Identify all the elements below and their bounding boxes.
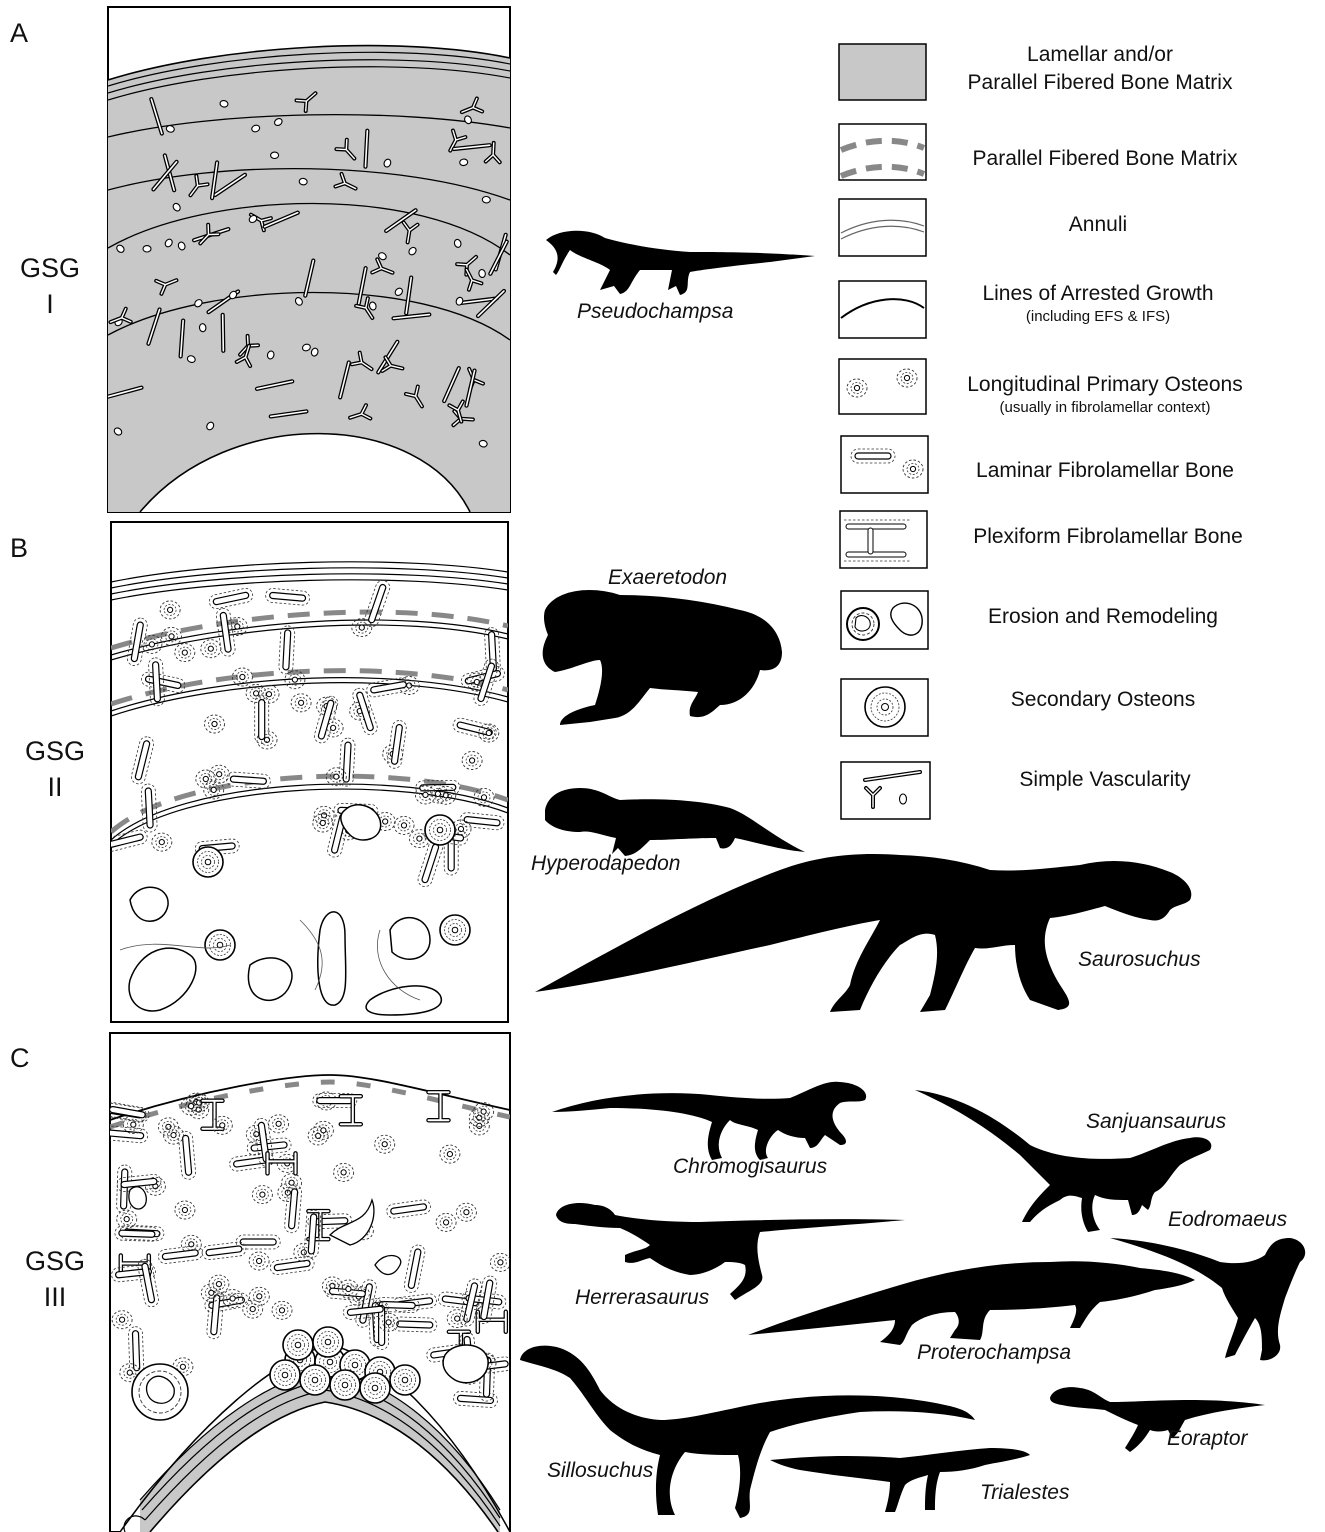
- vascular-canal-icon: [365, 131, 367, 167]
- legend-label-plexiform: Plexiform Fibrolamellar Bone: [938, 523, 1278, 551]
- hyperodapedon-silhouette: [545, 788, 805, 856]
- legend-label-simple-vascularity: Simple Vascularity: [935, 766, 1275, 794]
- vascular-canal-icon: [181, 321, 184, 357]
- proterochampsa-silhouette: [748, 1261, 1195, 1345]
- gsg-label-a-line2: I: [10, 286, 90, 322]
- legend-label-lag: Lines of Arrested Growth (including EFS …: [928, 280, 1268, 325]
- gsg-label-c-line2: III: [15, 1279, 95, 1315]
- vascular-canal-icon: [271, 152, 279, 159]
- panel-label-c: C: [10, 1043, 30, 1074]
- saurosuchus-silhouette: [535, 854, 1191, 1012]
- gsg-label-b: GSG II: [15, 733, 95, 805]
- taxon-label-sillosuchus: Sillosuchus: [547, 1459, 653, 1483]
- legend-label-erosion: Erosion and Remodeling: [933, 603, 1273, 631]
- taxon-label-chromogisaurus: Chromogisaurus: [673, 1155, 827, 1179]
- legend-label-lamellar-line2: Parallel Fibered Bone Matrix: [930, 69, 1270, 97]
- taxon-label-pseudochampsa: Pseudochampsa: [577, 300, 733, 324]
- taxon-label-eodromaeus: Eodromaeus: [1168, 1208, 1287, 1232]
- gsg-label-b-line2: II: [15, 769, 95, 805]
- taxon-label-herrerasaurus: Herrerasaurus: [575, 1286, 709, 1310]
- legend-label-primary-osteons-note: (usually in fibrolamellar context): [935, 399, 1275, 416]
- legend-label-primary-osteons: Longitudinal Primary Osteons (usually in…: [935, 371, 1275, 416]
- taxon-label-trialestes: Trialestes: [980, 1481, 1069, 1505]
- taxon-label-saurosuchus: Saurosuchus: [1078, 948, 1201, 972]
- legend-label-primary-osteons-main: Longitudinal Primary Osteons: [935, 371, 1275, 399]
- secondary-osteon-icon: [425, 815, 455, 845]
- vascular-canal-icon: [299, 178, 308, 185]
- taxon-label-hyperodapedon: Hyperodapedon: [531, 852, 680, 876]
- panel-label-b: B: [10, 533, 28, 564]
- panel-label-a: A: [10, 18, 28, 49]
- panel-b-histology: [103, 522, 508, 1022]
- vascular-canal-icon: [143, 246, 151, 253]
- legend-label-lag-note: (including EFS & IFS): [928, 308, 1268, 325]
- legend-label-annuli: Annuli: [928, 211, 1268, 239]
- secondary-osteon-icon: [193, 847, 223, 877]
- chromogisaurus-silhouette: [552, 1082, 866, 1160]
- legend-label-laminar: Laminar Fibrolamellar Bone: [935, 457, 1275, 485]
- secondary-osteon-icon: [205, 930, 235, 960]
- vascular-canal-icon: [482, 196, 491, 203]
- legend-label-lamellar-matrix: Lamellar and/or Parallel Fibered Bone Ma…: [930, 41, 1270, 97]
- legend-label-lag-main: Lines of Arrested Growth: [928, 280, 1268, 308]
- vascular-canal-icon: [223, 315, 224, 351]
- gsg-label-a: GSG I: [10, 250, 90, 322]
- gsg-label-b-line1: GSG: [15, 733, 95, 769]
- secondary-osteon-icon: [440, 915, 470, 945]
- vascular-canal-icon: [199, 323, 206, 332]
- sillosuchus-silhouette: [520, 1346, 975, 1518]
- legend-label-lamellar-line1: Lamellar and/or: [930, 41, 1270, 69]
- eodromaeus-silhouette: [1110, 1238, 1305, 1360]
- gsg-label-c-line1: GSG: [15, 1243, 95, 1279]
- taxon-label-sanjuansaurus: Sanjuansaurus: [1086, 1110, 1226, 1134]
- taxon-label-eoraptor: Eoraptor: [1167, 1427, 1248, 1451]
- panel-c-histology: [102, 1033, 513, 1532]
- gsg-label-a-line1: GSG: [10, 250, 90, 286]
- legend-swatches: [839, 44, 930, 819]
- gsg-label-c: GSG III: [15, 1243, 95, 1315]
- legend-label-secondary-osteons: Secondary Osteons: [933, 686, 1273, 714]
- legend-label-parallel-fibered: Parallel Fibered Bone Matrix: [935, 145, 1275, 173]
- pseudochampsa-silhouette: [546, 231, 815, 295]
- exaeretodon-silhouette: [543, 590, 782, 725]
- panel-a-histology: [107, 7, 510, 512]
- taxon-label-exaeretodon: Exaeretodon: [608, 566, 727, 590]
- taxon-label-proterochampsa: Proterochampsa: [917, 1341, 1071, 1365]
